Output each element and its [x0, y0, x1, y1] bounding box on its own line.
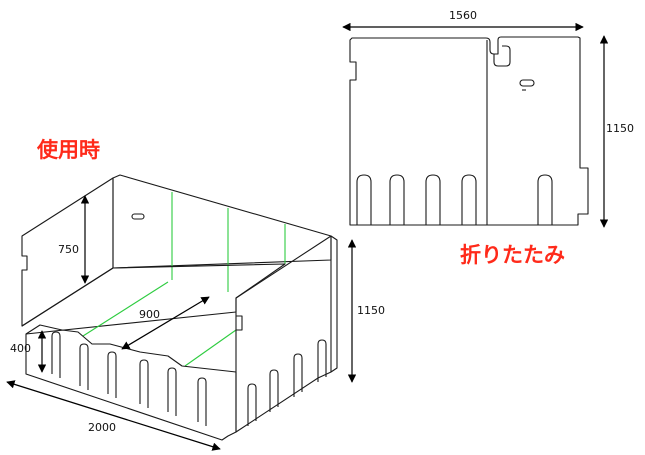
svg-text:1150: 1150: [606, 122, 634, 135]
label-in-use: 使用時: [36, 138, 100, 162]
assembled-box: [21, 174, 338, 441]
dim-inner-wall-height: 750: [58, 195, 90, 284]
floor-fold-2: [184, 329, 237, 367]
floor: [21, 263, 286, 335]
svg-text:1560: 1560: [449, 9, 477, 22]
dim-lower-height: 400: [10, 330, 47, 373]
dim-total-height: 1150: [347, 239, 385, 383]
dim-folded-width: 1560: [342, 9, 584, 32]
dim-folded-height: 1150: [599, 35, 634, 228]
label-folded: 折りたたみ: [460, 243, 565, 267]
front-wall-slots: [51, 331, 207, 426]
svg-text:900: 900: [139, 308, 160, 321]
svg-text:1150: 1150: [357, 304, 385, 317]
dim-length: 2000: [6, 380, 221, 451]
box-handle-slot: [131, 213, 145, 220]
svg-text:400: 400: [10, 342, 31, 355]
dim-depth: 900: [121, 296, 210, 350]
back-wall: [112, 174, 332, 269]
right-wall: [235, 235, 338, 433]
svg-text:2000: 2000: [88, 421, 116, 434]
front-wall: [25, 324, 237, 441]
folded-handle-slot: [519, 79, 535, 87]
right-wall-notch: [236, 315, 243, 331]
svg-text:750: 750: [58, 243, 79, 256]
folded-panel: [349, 36, 589, 226]
left-wall: [21, 177, 114, 327]
right-wall-slots: [247, 339, 327, 426]
folded-panel-outline: [349, 36, 589, 226]
folded-tab: [493, 45, 511, 67]
folded-slots: [356, 174, 553, 225]
